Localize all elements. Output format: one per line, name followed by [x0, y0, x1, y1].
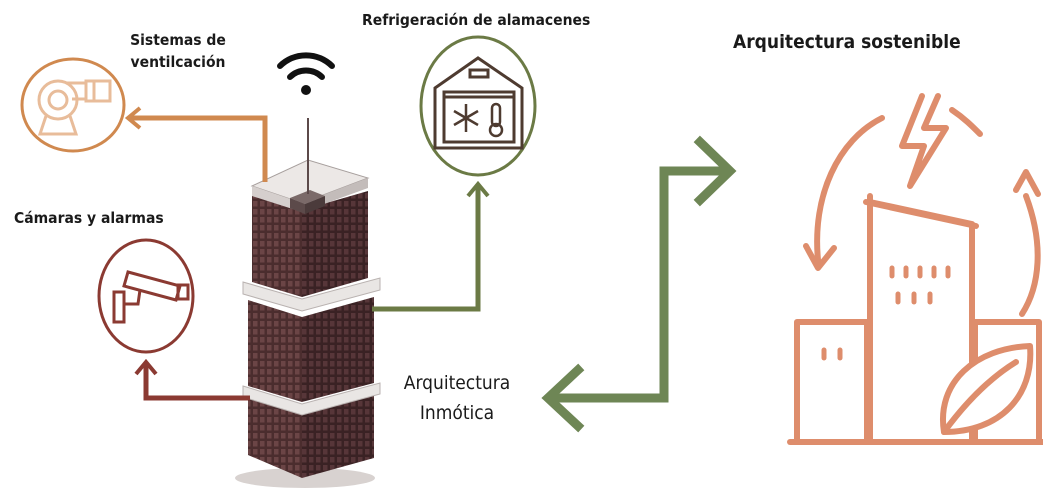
thermometer-icon: [488, 102, 504, 138]
snowflake-icon: [453, 104, 479, 132]
fan-icon: [37, 79, 112, 136]
security-connector: [143, 364, 250, 401]
cameras-label: Cámaras y alarmas: [14, 209, 164, 227]
security-node: [97, 238, 195, 354]
smart-building: [235, 118, 381, 488]
inmotica-label-line2: Inmótica: [419, 402, 495, 424]
warehouse-icon: [433, 56, 524, 150]
ventilation-label-line2: ventilcación: [130, 53, 226, 71]
arrow-right-icon: [693, 135, 737, 207]
refrigeration-connector: [372, 186, 481, 312]
inmotica-label: Arquitectura Inmótica: [383, 368, 531, 428]
sustainable-architecture-illustration: [787, 93, 1043, 445]
lightning-icon: [899, 93, 949, 189]
wifi-icon: [277, 52, 335, 95]
refrigeration-label: Refrigeración de alamacenes: [362, 11, 591, 29]
ventilation-label-line1: Sistemas de: [130, 31, 226, 49]
inmotica-label-line1: Arquitectura: [403, 372, 511, 394]
cycle-arc-right: [1019, 193, 1041, 317]
cycle-arc-left: [814, 115, 885, 263]
arrow-left-icon: [541, 363, 585, 433]
ventilation-node: [20, 57, 126, 153]
left-building: [794, 319, 870, 445]
refrigeration-node: [419, 35, 537, 177]
camera-icon: [112, 270, 190, 324]
sustainability-connector: [553, 166, 724, 403]
ventilation-connector: [130, 115, 268, 182]
ventilation-label: Sistemas de ventilcación: [112, 29, 244, 73]
sustainable-architecture-title: Arquitectura sostenible: [733, 31, 961, 53]
